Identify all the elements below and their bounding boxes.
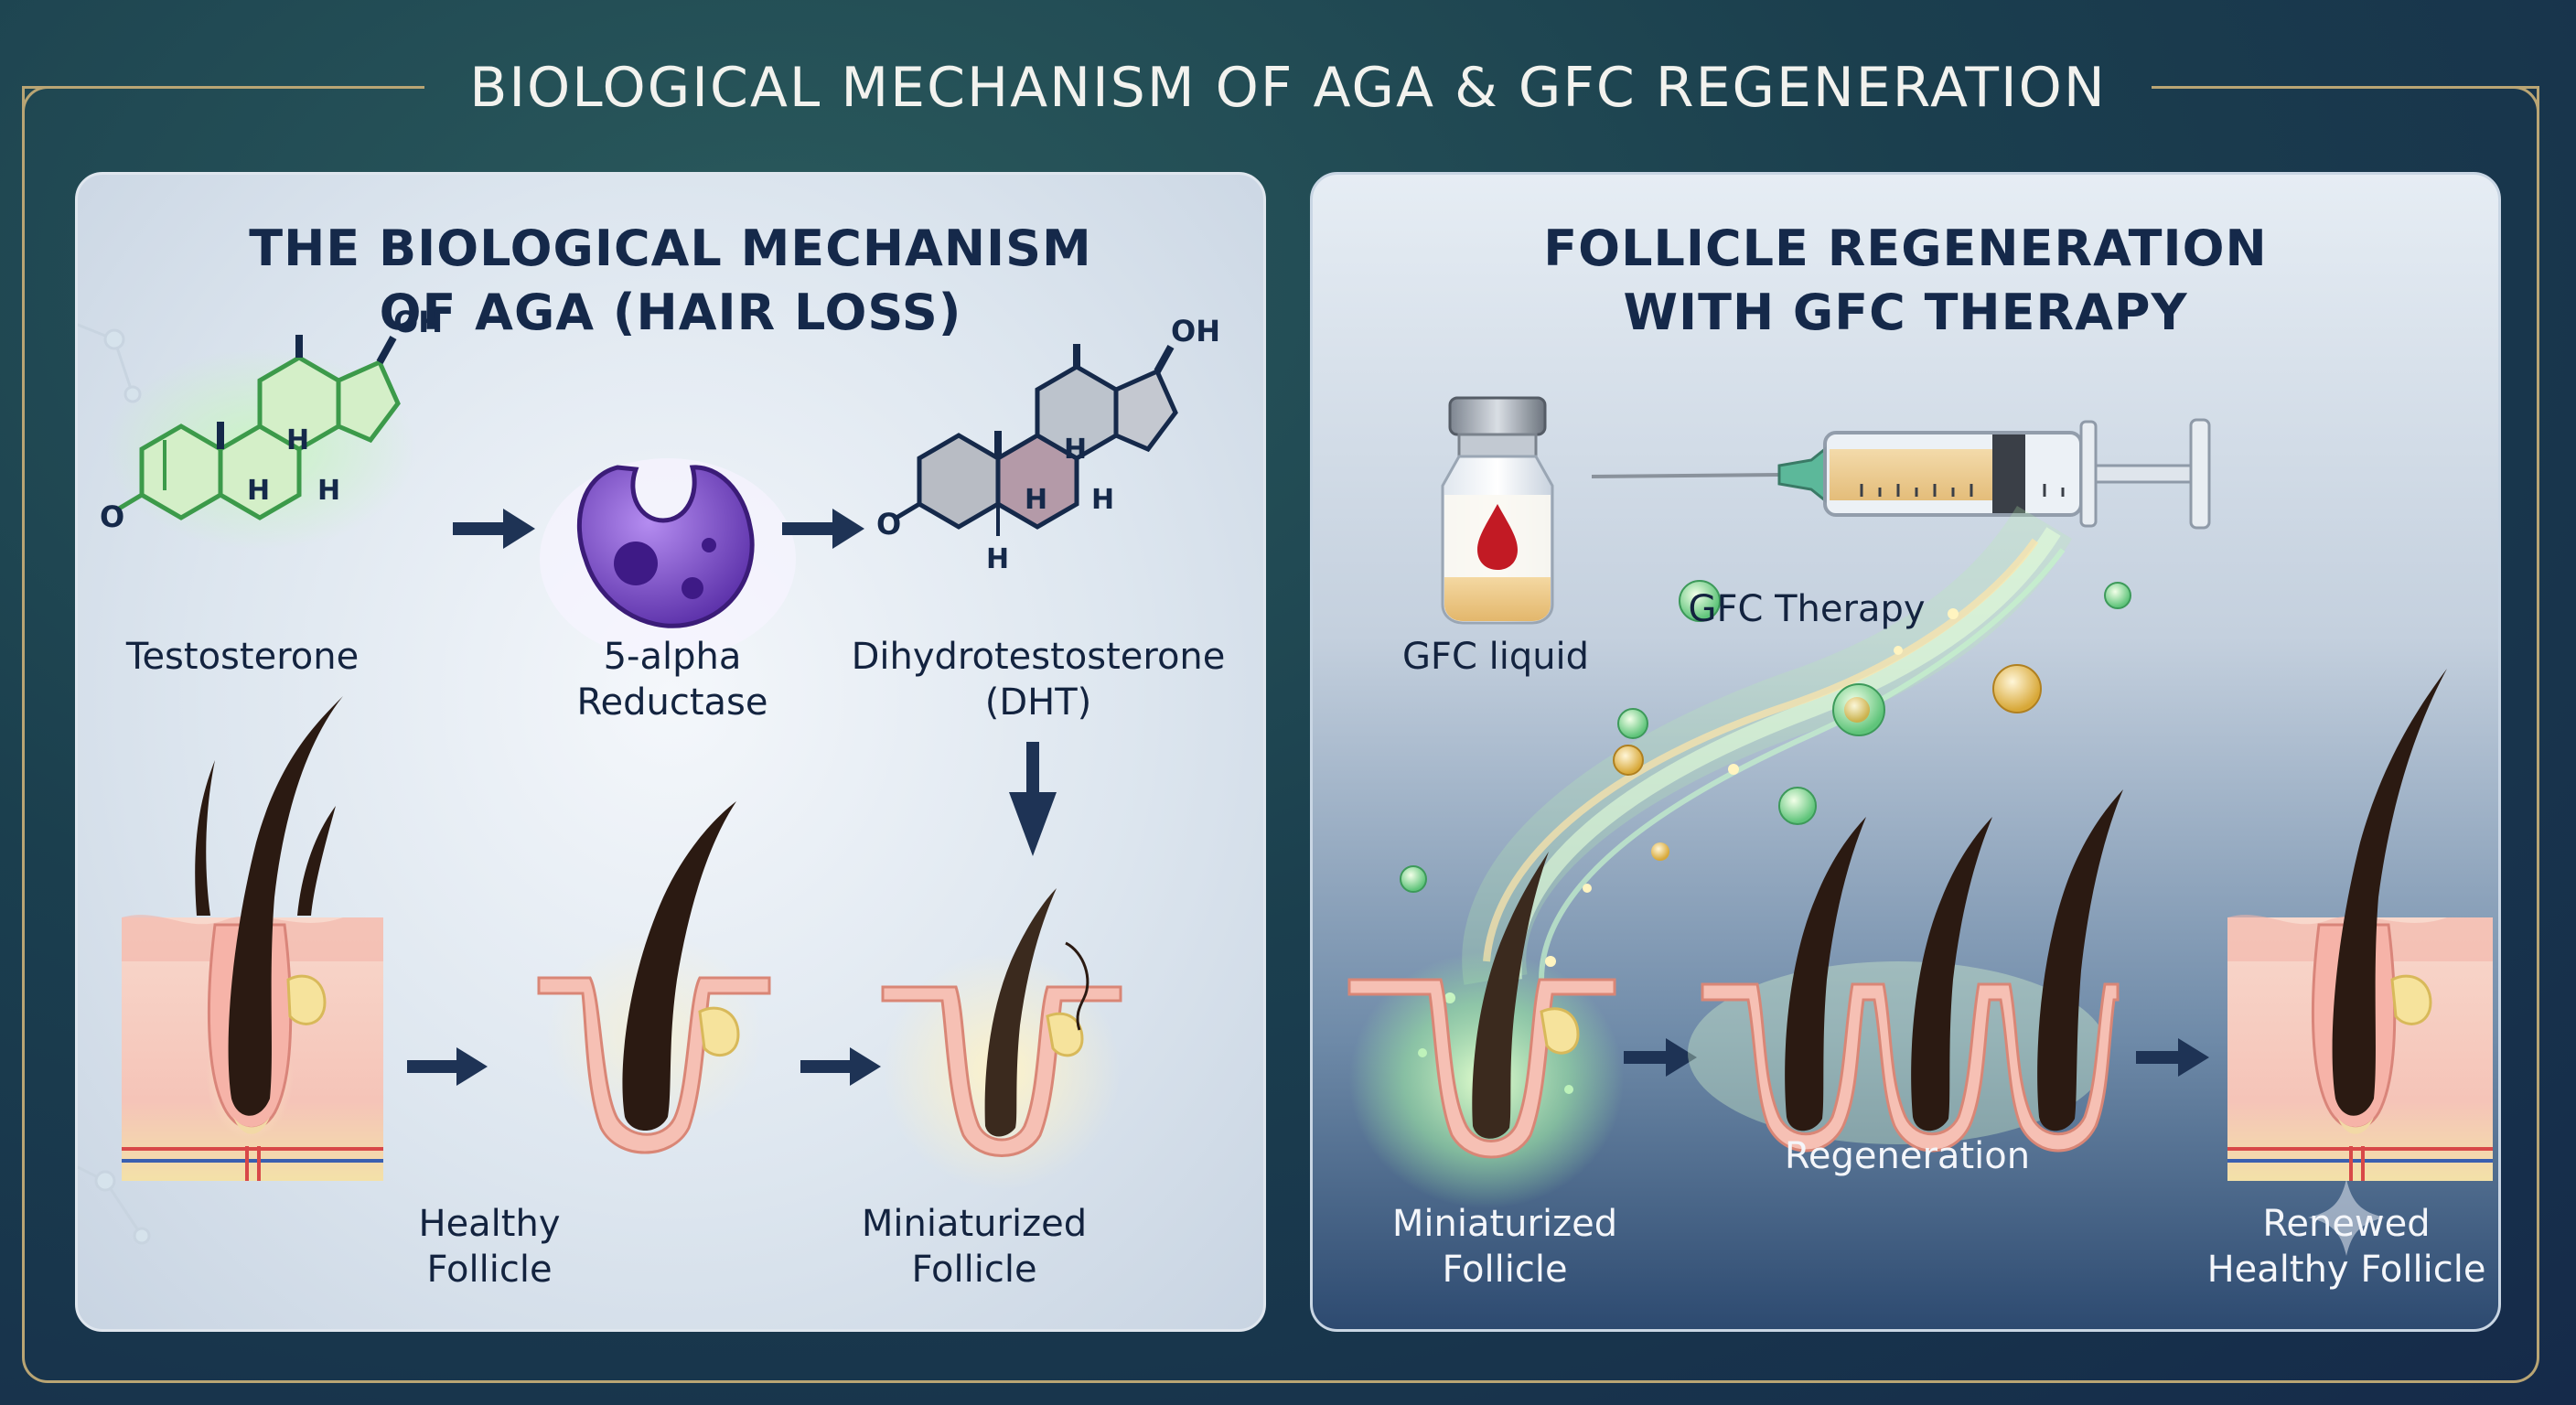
gfc-illustration	[1347, 396, 2493, 1256]
testosterone-oh-atom: OH	[393, 305, 443, 339]
healthy-follicle-label-line2: Follicle	[426, 1249, 553, 1291]
dht-h-atom-1: H	[1064, 434, 1087, 466]
testosterone-label: Testosterone	[125, 636, 360, 678]
miniaturized-follicle-label-line1: Miniaturized	[861, 1203, 1088, 1245]
frame-top-right-line	[2152, 86, 2539, 89]
renewed-label-line1: Renewed	[2262, 1203, 2431, 1245]
syringe-icon	[1591, 418, 2211, 530]
main-title: BIOLOGICAL MECHANISM OF AGA & GFC REGENE…	[469, 56, 2107, 120]
miniaturized-follicle-illustration	[881, 888, 1122, 1190]
healthy-follicle-illustration	[122, 696, 383, 1181]
dht-h-atom-2: H	[1025, 484, 1047, 516]
regeneration-follicles-illustration	[1688, 789, 2123, 1153]
arrow-healthy-to-thinning	[407, 1047, 488, 1086]
arrow-regeneration-to-renewed	[2136, 1038, 2209, 1077]
arrow-dht-down	[1009, 742, 1057, 856]
dht-label-line1: Dihydrotestosterone	[851, 636, 1226, 678]
dht-oh-atom: OH	[1171, 314, 1220, 349]
testosterone-h-atom-2: H	[247, 475, 270, 507]
outer-frame	[22, 88, 2539, 1383]
healthy-follicle-label-line1: Healthy	[418, 1203, 561, 1245]
gfc-regeneration-panel: FOLLICLE REGENERATION WITH GFC THERAPY	[1310, 172, 2501, 1332]
reductase-label-line2: Reductase	[576, 681, 768, 724]
testosterone-h-atom-1: H	[286, 424, 309, 456]
renewed-follicle-illustration	[2227, 669, 2493, 1181]
regeneration-label: Regeneration	[1784, 1135, 2031, 1177]
left-panel-title-line2: OF AGA (HAIR LOSS)	[379, 284, 962, 341]
reductase-enzyme-icon	[540, 458, 796, 660]
testosterone-molecule: OH O H H H	[100, 305, 443, 550]
arrow-enzyme-to-dht	[782, 509, 864, 549]
gfc-therapy-stream	[1400, 505, 2131, 1094]
renewed-label-line2: Healthy Follicle	[2206, 1249, 2486, 1291]
right-panel-title-line1: FOLLICLE REGENERATION	[1543, 220, 2268, 277]
gfc-liquid-label: GFC liquid	[1401, 636, 1590, 678]
sparkle-star-icon	[2308, 1179, 2385, 1256]
right-miniaturized-follicle-illustration	[1347, 852, 1624, 1208]
aga-illustration: OH O H H H	[78, 305, 1220, 1245]
dht-h-atom-3: H	[1091, 484, 1114, 516]
dht-label-line2: (DHT)	[984, 681, 1092, 724]
arrow-testosterone-to-enzyme	[453, 509, 535, 549]
aga-mechanism-panel: THE BIOLOGICAL MECHANISM OF AGA (HAIR LO…	[75, 172, 1266, 1332]
dht-molecule: OH O H H H H	[876, 314, 1220, 575]
gfc-vial-icon	[1441, 396, 1554, 625]
right-panel-title-line2: WITH GFC THERAPY	[1623, 284, 2188, 341]
testosterone-h-atom-3: H	[317, 475, 340, 507]
arrow-thinning-to-miniaturized	[800, 1047, 881, 1086]
arrow-miniaturized-to-regeneration	[1624, 1038, 1697, 1077]
right-miniaturized-label-line1: Miniaturized	[1391, 1203, 1618, 1245]
left-panel-title-line1: THE BIOLOGICAL MECHANISM	[249, 220, 1092, 277]
frame-top-left-line	[22, 86, 424, 89]
reductase-label-line1: 5-alpha	[603, 636, 742, 678]
dht-o-atom: O	[876, 507, 901, 542]
thinning-follicle-illustration	[537, 801, 771, 1154]
miniaturized-follicle-label-line2: Follicle	[911, 1249, 1037, 1291]
gfc-therapy-label: GFC Therapy	[1688, 588, 1926, 630]
dht-h-atom-4: H	[986, 543, 1009, 575]
right-miniaturized-label-line2: Follicle	[1442, 1249, 1568, 1291]
decorative-molecule-network	[78, 323, 151, 1245]
testosterone-o-atom: O	[100, 499, 124, 534]
